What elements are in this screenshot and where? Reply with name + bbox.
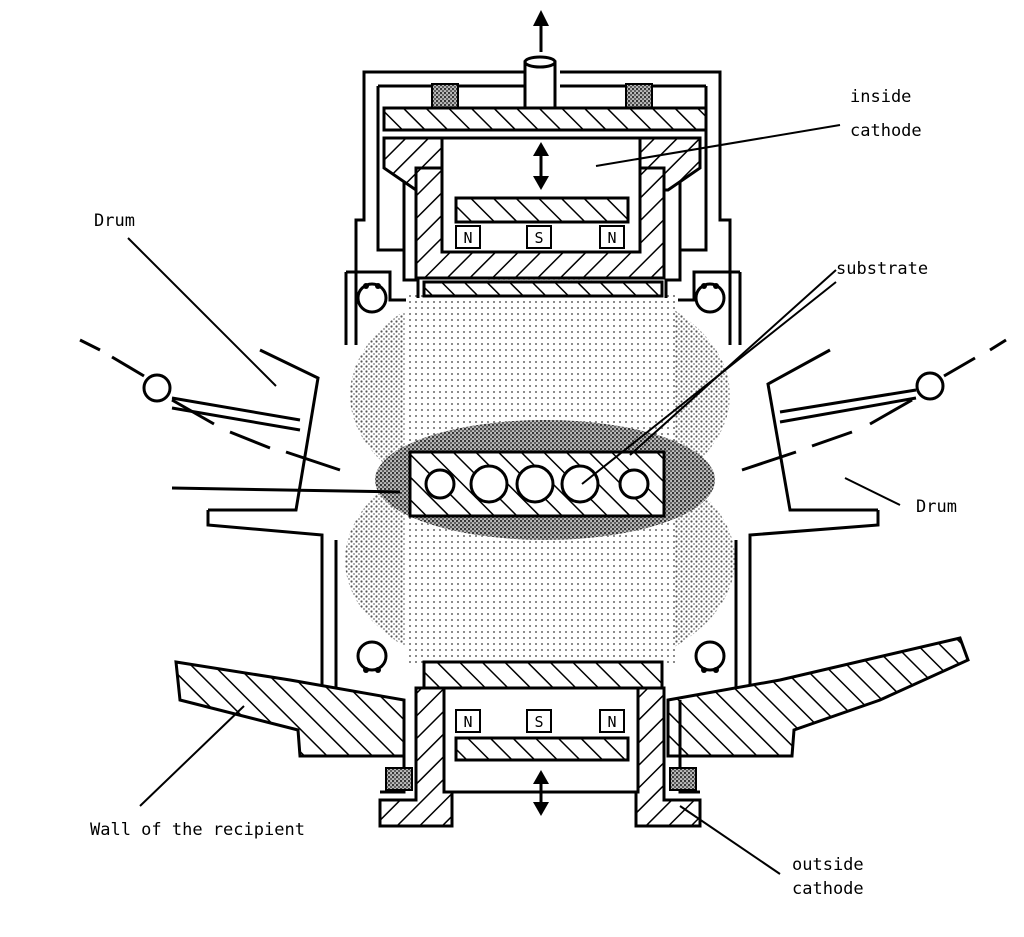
magnet-bottom-s: S <box>534 713 543 731</box>
label-drum-right: Drum <box>916 497 957 517</box>
leader-lines <box>127 124 901 875</box>
magnet-bottom-n1: N <box>463 713 472 731</box>
recipient-wall <box>174 636 970 758</box>
magnet-bottom-n2: N <box>607 713 616 731</box>
drum-right <box>741 338 1007 512</box>
magnet-top-n2: N <box>607 229 616 247</box>
upper-seals <box>356 282 726 314</box>
bottom-insulator-right <box>669 767 697 791</box>
label-drum-left: Drum <box>94 211 135 231</box>
upper-movement-arrow <box>533 142 549 190</box>
substrate-holder <box>408 450 666 518</box>
label-inside-cathode-2: cathode <box>850 121 922 141</box>
label-inside-cathode-1: inside <box>850 87 911 107</box>
pump-arrow-up <box>533 10 549 52</box>
drum-left <box>79 338 401 512</box>
top-insulator-left <box>431 83 459 109</box>
top-insulator-right <box>625 83 653 109</box>
magnet-top-s: S <box>534 229 543 247</box>
label-outside-cathode-1: outside <box>792 855 864 875</box>
label-outside-cathode-2: cathode <box>792 879 864 899</box>
lower-magnets: N S N <box>455 709 625 733</box>
bottom-insulator-left <box>385 767 413 791</box>
magnet-top-n1: N <box>463 229 472 247</box>
lower-seals <box>356 640 726 673</box>
label-wall-of-recipient: Wall of the recipient <box>90 820 305 840</box>
outside-cathode <box>378 660 702 828</box>
drive-shaft <box>523 55 557 110</box>
upper-magnets: N S N <box>455 225 625 249</box>
top-plate <box>382 106 708 132</box>
label-substrate: substrate <box>836 259 928 279</box>
lower-movement-arrow <box>533 770 549 816</box>
middle-chamber-walls <box>206 510 880 695</box>
